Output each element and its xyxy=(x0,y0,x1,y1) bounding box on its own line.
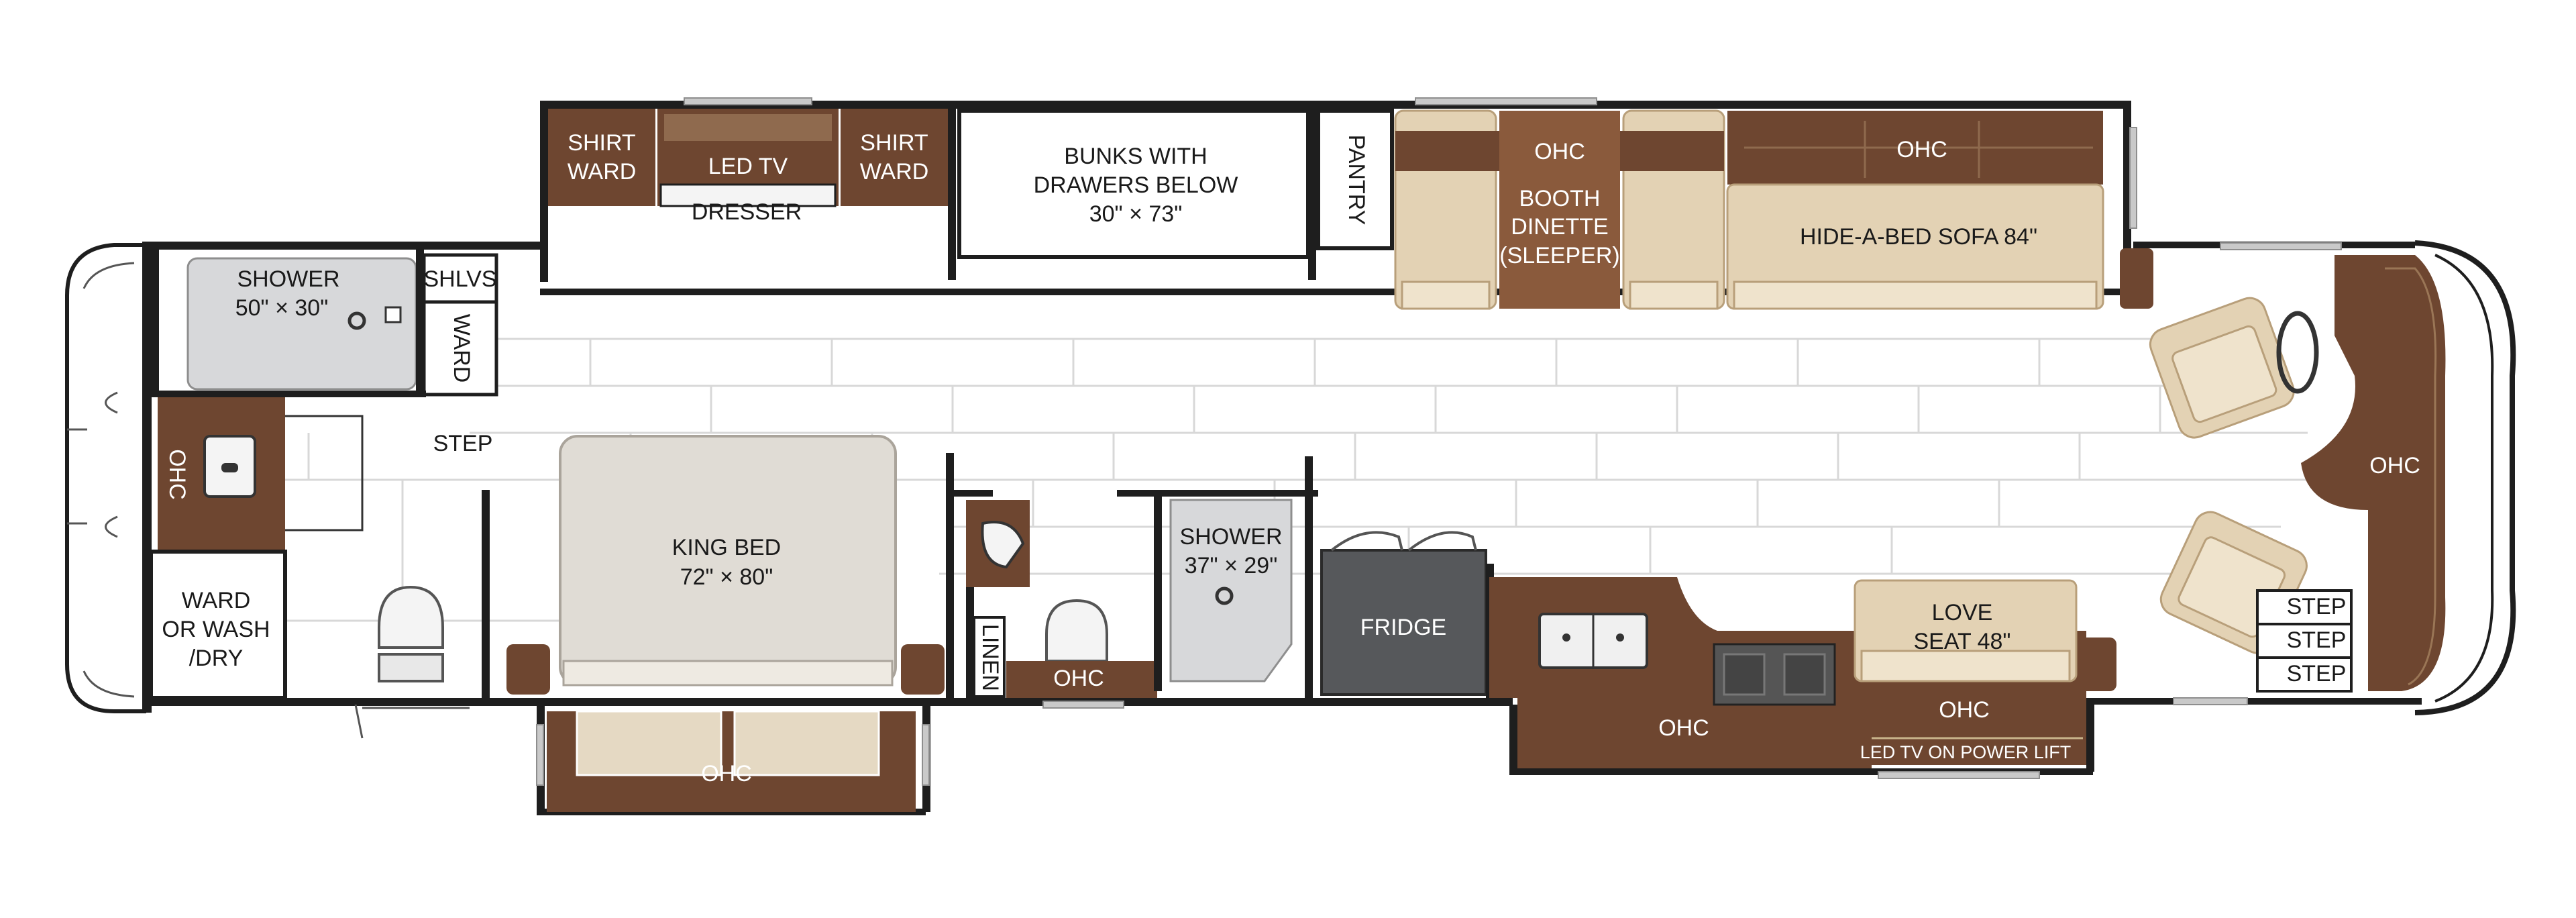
window xyxy=(536,724,544,786)
booth-dinette-label-3: (SLEEPER) xyxy=(1499,243,1620,268)
love-seat-label-1: LOVE xyxy=(1932,600,1993,625)
shower-mid-label-2: 37" × 29" xyxy=(1185,553,1278,578)
step-2-label: STEP xyxy=(2287,627,2347,653)
window xyxy=(1042,701,1124,709)
bunks-label-3: 30" × 73" xyxy=(1089,201,1183,227)
window xyxy=(922,724,930,786)
galley: OHC xyxy=(1489,577,1872,768)
led-tv-dresser: LED TV xyxy=(657,109,839,207)
exterior-shell xyxy=(65,97,2516,815)
shirt-ward-left-label-1: SHIRT xyxy=(568,130,635,156)
shirt-ward-left-label-2: WARD xyxy=(568,159,637,185)
window xyxy=(2220,242,2342,250)
fridge: FRIDGE xyxy=(1320,531,1487,696)
love-seat-label-2: SEAT 48" xyxy=(1914,629,2011,654)
king-bed-label-2: 72" × 80" xyxy=(680,564,773,590)
ohc-galley-label: OHC xyxy=(1658,715,1709,741)
shower-rear-label-2: 50" × 30" xyxy=(235,295,329,321)
ward-wash-label-3: /DRY xyxy=(189,646,244,671)
shirt-ward-right-label-1: SHIRT xyxy=(860,130,928,156)
shirt-ward-right: SHIRT WARD xyxy=(841,109,948,206)
steering-wheel xyxy=(2276,311,2319,394)
booth-dinette-label-2: DINETTE xyxy=(1511,214,1608,240)
window xyxy=(1415,97,1597,105)
booth-dinette-label-1: BOOTH xyxy=(1519,186,1601,211)
bunks-label-2: DRAWERS BELOW xyxy=(1034,172,1238,198)
king-bed-label-1: KING BED xyxy=(672,535,781,560)
shower-mid-label-1: SHOWER xyxy=(1180,524,1283,550)
ward-wash-label-2: OR WASH xyxy=(162,617,270,642)
ohc-bath-label: OHC xyxy=(1053,666,1104,691)
pantry: PANTRY xyxy=(1316,109,1394,250)
window xyxy=(1878,771,2040,779)
led-tv-label: LED TV xyxy=(708,154,788,179)
bunks-label-1: BUNKS WITH xyxy=(1064,144,1207,169)
king-bed: KING BED 72" × 80" OHC xyxy=(506,435,945,812)
vanity: OHC xyxy=(158,397,364,552)
ohc-loveseat-label: OHC xyxy=(1939,697,1990,723)
dresser-label: DRESSER xyxy=(692,199,802,225)
toilet-rear xyxy=(378,585,444,682)
step-3-label: STEP xyxy=(2287,661,2347,686)
window xyxy=(2129,127,2137,229)
window xyxy=(2173,697,2248,705)
fridge-label: FRIDGE xyxy=(1360,615,1446,640)
hide-a-bed-label: HIDE-A-BED SOFA 84" xyxy=(1800,224,2037,250)
ohc-vanity-label: OHC xyxy=(164,449,190,500)
shlvs-label: SHLVS xyxy=(424,266,497,292)
shirt-ward-right-label-2: WARD xyxy=(860,159,929,185)
sofa-ohc-label: OHC xyxy=(1896,137,1947,162)
step-1-label: STEP xyxy=(2287,594,2347,619)
mid-shower: SHOWER 37" × 29" xyxy=(1169,456,1313,698)
linen-label: LINEN xyxy=(977,624,1003,691)
ward-vertical-label: WARD xyxy=(449,314,474,383)
mid-bath: LINEN OHC xyxy=(946,453,1318,698)
driver-seat xyxy=(2149,297,2295,439)
ohc-bed-label: OHC xyxy=(701,761,752,786)
step-rear-label: STEP xyxy=(433,431,493,456)
shirt-ward-left: SHIRT WARD xyxy=(548,109,655,206)
hide-a-bed-sofa: OHC HIDE-A-BED SOFA 84" xyxy=(1726,111,2104,310)
led-tv-lift-label: LED TV ON POWER LIFT xyxy=(1860,742,2072,762)
ohc-cab-label: OHC xyxy=(2369,453,2420,478)
booth-dinette: OHC BOOTH DINETTE (SLEEPER) xyxy=(1394,109,1725,310)
ward-wash-label-1: WARD xyxy=(182,588,251,613)
cockpit: OHC STEP STEP STEP xyxy=(2120,248,2446,693)
shower-rear-label-1: SHOWER xyxy=(237,266,340,292)
ward-closet: WARD xyxy=(422,300,498,397)
love-seat: LOVE SEAT 48" OHC LED TV ON POWER LIFT xyxy=(1854,579,2116,765)
dinette-ohc-label: OHC xyxy=(1534,139,1585,164)
bunks: BUNKS WITH DRAWERS BELOW 30" × 73" xyxy=(957,109,1310,259)
rear-shower: SHOWER 50" × 30" xyxy=(151,250,424,391)
pantry-label: PANTRY xyxy=(1344,135,1369,225)
window xyxy=(684,97,812,105)
shelves: SHLVS xyxy=(422,253,498,304)
ward-wash-dry: WARD OR WASH /DRY xyxy=(149,550,287,700)
